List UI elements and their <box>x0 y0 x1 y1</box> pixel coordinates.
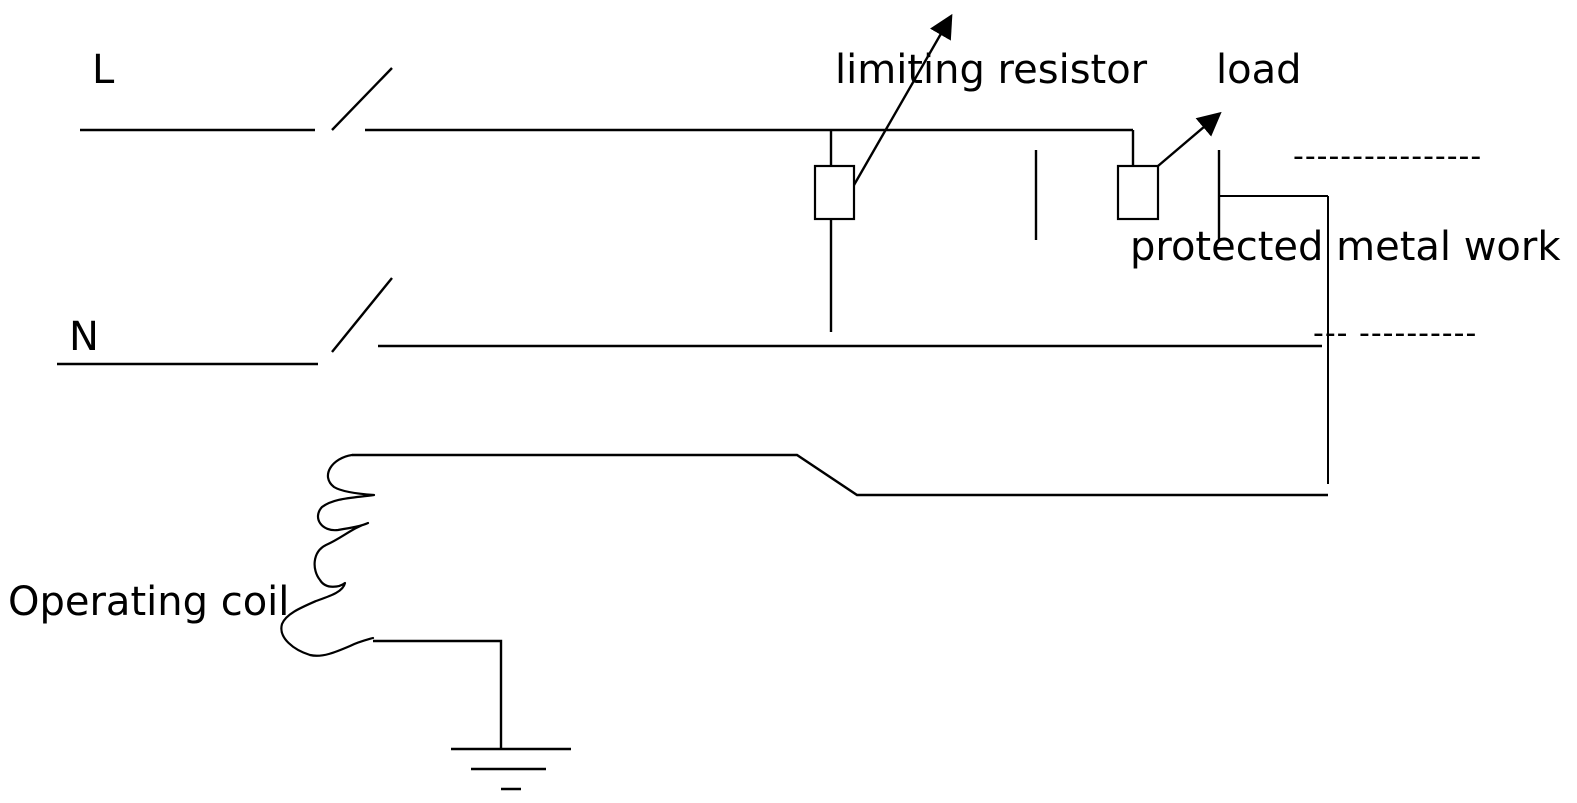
earth-ground <box>373 639 571 791</box>
label-l: L <box>92 47 115 93</box>
label-limiting-resistor: limiting resistor <box>835 47 1148 93</box>
coil-return-wire <box>352 453 1328 497</box>
neutral-switch-contact <box>331 277 393 353</box>
load-arrow <box>1157 111 1222 167</box>
limiting-resistor-arrow <box>852 13 953 186</box>
limiting-resistor-symbol <box>813 164 856 221</box>
live-switch-contact <box>331 67 393 131</box>
protected-metal-work-connection <box>1217 150 1329 484</box>
dashed-boundary-lower: --- ---------- <box>1313 316 1477 351</box>
load <box>1116 111 1222 221</box>
operating-coil <box>280 453 376 657</box>
dashed-boundary-upper: ---------------- <box>1293 139 1482 174</box>
label-protected-metal-work: protected metal work <box>1130 224 1561 270</box>
neutral-conductor <box>57 277 1322 366</box>
limiting-resistor <box>813 13 953 332</box>
load-symbol <box>1116 164 1160 221</box>
label-load: load <box>1216 47 1302 93</box>
live-conductor <box>80 67 1133 132</box>
label-operating-coil: Operating coil <box>8 579 289 625</box>
label-n: N <box>69 314 99 360</box>
